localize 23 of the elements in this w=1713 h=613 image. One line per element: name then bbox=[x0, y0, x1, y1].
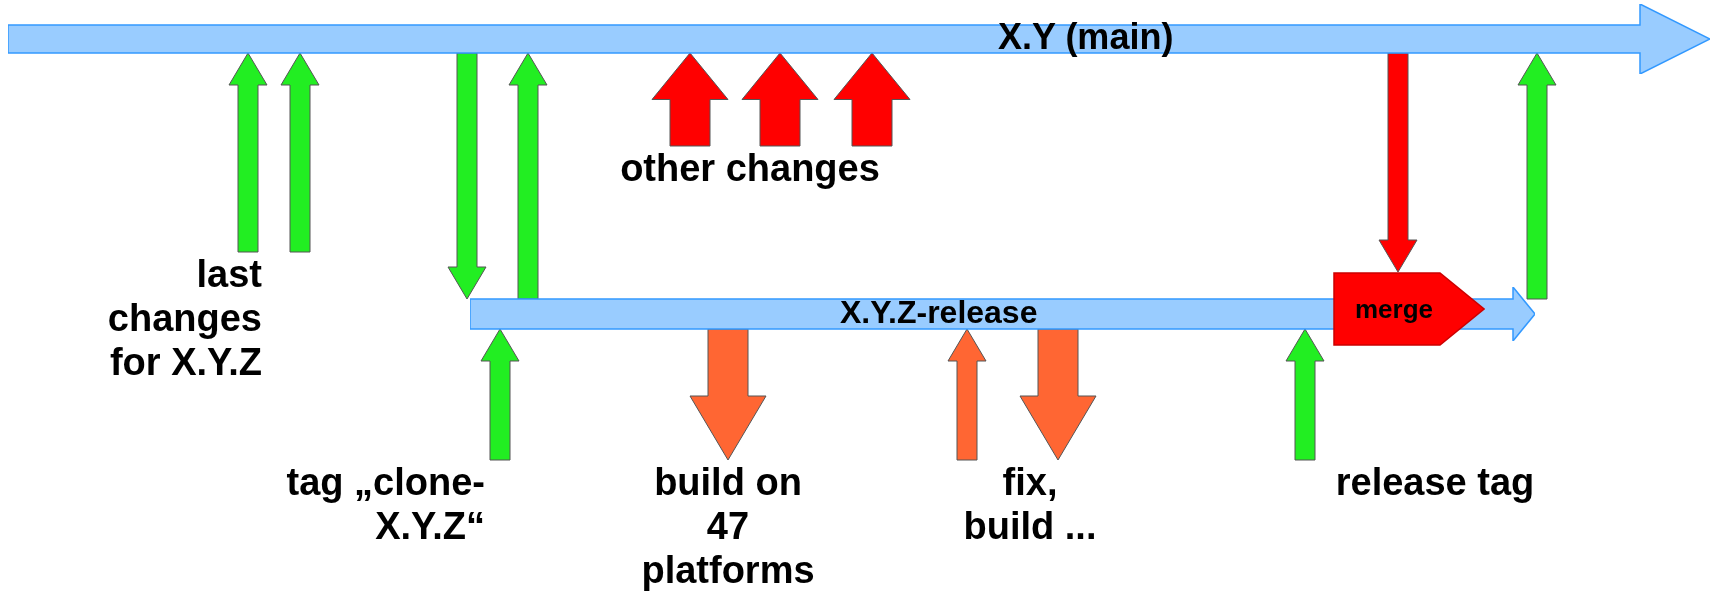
annotation-text: other changes bbox=[580, 146, 920, 190]
arrow bbox=[1285, 328, 1325, 461]
arrow bbox=[480, 328, 520, 461]
arrow bbox=[508, 52, 548, 300]
arrow bbox=[651, 52, 729, 147]
annotation-text: release tag bbox=[1270, 460, 1600, 504]
arrow bbox=[947, 328, 987, 461]
arrow bbox=[741, 52, 819, 147]
arrow bbox=[228, 52, 268, 253]
arrow bbox=[689, 328, 767, 461]
arrow bbox=[1378, 52, 1418, 273]
branch-label: X.Y (main) bbox=[998, 19, 1174, 55]
arrow bbox=[1019, 328, 1097, 461]
annotation-text: last changes for X.Y.Z bbox=[100, 252, 262, 384]
branch-label: X.Y.Z-release bbox=[840, 296, 1038, 328]
arrow bbox=[833, 52, 911, 147]
arrow bbox=[280, 52, 320, 253]
annotation-text: build on 47 platforms bbox=[628, 460, 828, 592]
annotation-text: fix, build ... bbox=[955, 460, 1105, 548]
arrow bbox=[1517, 52, 1557, 300]
annotation-text: tag „clone-X.Y.Z“ bbox=[195, 460, 485, 548]
merge-label: merge bbox=[1355, 296, 1434, 322]
arrow bbox=[447, 52, 487, 300]
